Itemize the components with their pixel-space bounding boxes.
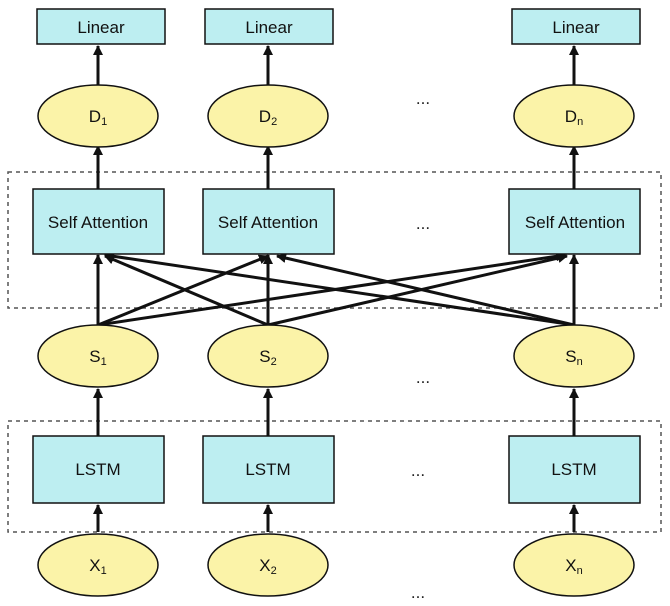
attention-ellipsis: ... bbox=[416, 214, 430, 233]
lstm-label-2: LSTM bbox=[245, 460, 290, 479]
output-ellipsis: ... bbox=[416, 89, 430, 108]
node-x2 bbox=[207, 533, 329, 597]
input-ellipsis: ... bbox=[411, 583, 425, 602]
lstm-box-2 bbox=[202, 435, 335, 504]
attention-label-1: Self Attention bbox=[48, 213, 148, 232]
lstm-box-n bbox=[508, 435, 641, 504]
vertical-arrows bbox=[93, 45, 579, 532]
attention-box-n bbox=[508, 188, 641, 255]
lstm-group-border bbox=[7, 420, 662, 533]
node-d1 bbox=[37, 84, 159, 148]
linear-label-n: Linear bbox=[552, 18, 600, 37]
lstm-label-1: LSTM bbox=[75, 460, 120, 479]
node-d2 bbox=[207, 84, 329, 148]
arrow-sn-att1 bbox=[104, 251, 575, 327]
linear-box-n bbox=[511, 8, 641, 45]
linear-box-1 bbox=[36, 8, 166, 45]
node-s2 bbox=[207, 324, 329, 388]
lstm-box-1 bbox=[32, 435, 165, 504]
linear-layer: Linear Linear Linear bbox=[36, 8, 641, 45]
node-d2-label: D2 bbox=[259, 107, 277, 128]
node-x2-label: X2 bbox=[259, 556, 276, 577]
node-x1 bbox=[37, 533, 159, 597]
node-sn bbox=[513, 324, 635, 388]
linear-label-2: Linear bbox=[245, 18, 293, 37]
node-dn-label: Dn bbox=[565, 107, 583, 128]
hidden-nodes: S1 S2 Sn ... bbox=[37, 324, 635, 388]
lstm-ellipsis: ... bbox=[411, 461, 425, 480]
node-sn-label: Sn bbox=[565, 347, 582, 368]
node-s2-label: S2 bbox=[259, 347, 276, 368]
hidden-ellipsis: ... bbox=[416, 368, 430, 387]
arrow-s2-att1 bbox=[104, 254, 269, 327]
arrow-sn-att2 bbox=[276, 253, 575, 327]
node-s1-label: S1 bbox=[89, 347, 106, 368]
node-s1 bbox=[37, 324, 159, 388]
attention-box-2 bbox=[202, 188, 335, 255]
cross-attention-arrows bbox=[97, 251, 575, 327]
lstm-label-n: LSTM bbox=[551, 460, 596, 479]
attention-group-border bbox=[7, 171, 662, 309]
attention-box-1 bbox=[32, 188, 165, 255]
node-xn bbox=[513, 533, 635, 597]
arrow-s2-attn bbox=[267, 253, 568, 327]
attention-label-n: Self Attention bbox=[525, 213, 625, 232]
linear-label-1: Linear bbox=[77, 18, 125, 37]
lstm-layer: LSTM LSTM LSTM ... bbox=[32, 435, 641, 504]
node-xn-label: Xn bbox=[565, 556, 582, 577]
input-nodes: X1 X2 Xn ... bbox=[37, 533, 635, 602]
attention-label-2: Self Attention bbox=[218, 213, 318, 232]
linear-box-2 bbox=[204, 8, 334, 45]
node-d1-label: D1 bbox=[89, 107, 107, 128]
attention-layer: Self Attention Self Attention Self Atten… bbox=[32, 188, 641, 255]
node-dn bbox=[513, 84, 635, 148]
node-x1-label: X1 bbox=[89, 556, 106, 577]
output-nodes: D1 D2 Dn ... bbox=[37, 84, 635, 148]
